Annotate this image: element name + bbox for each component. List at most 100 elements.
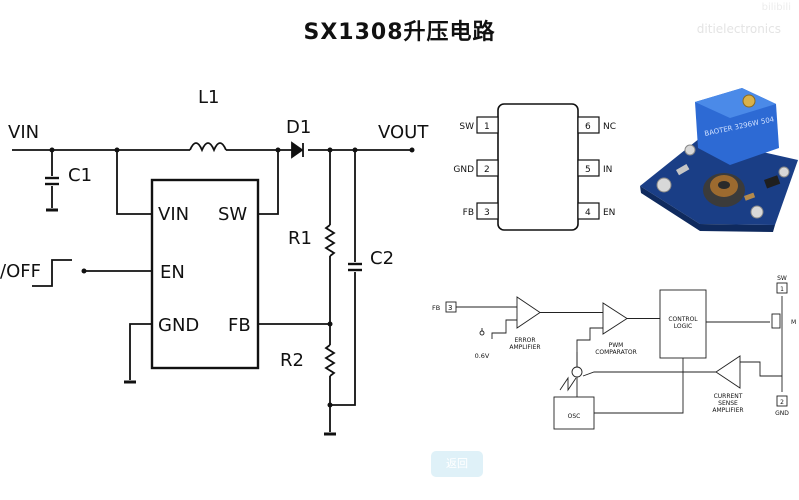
schematic-labels: VIN L1 D1 VOUT C1 R1 C2 R2 /OFF VIN SW E… — [0, 87, 429, 371]
bd-gnd-pin: 2 — [780, 399, 784, 406]
bd-fb-pin: 3 — [448, 304, 452, 312]
junction-dot — [327, 402, 333, 408]
junction-dot — [275, 147, 281, 153]
junction-dot — [327, 321, 333, 327]
chip-pin-fb: FB — [228, 315, 251, 336]
bd-logic-1: CONTROL — [668, 316, 698, 323]
sense-input — [740, 361, 782, 377]
summing-node — [571, 366, 583, 378]
resistor-r2 — [324, 344, 336, 377]
sw-to-node-wire — [258, 150, 279, 215]
pin-name-en: EN — [603, 208, 615, 218]
junction-dot — [409, 147, 415, 153]
sx1308-chip — [150, 178, 260, 370]
pinout-package — [497, 103, 579, 231]
pcb-edge — [640, 186, 775, 232]
vin-to-chip-wire — [116, 150, 152, 215]
block-labels: FB 3 0.6V ERROR AMPLIFIER PWM COMPARATOR… — [432, 275, 796, 420]
pin-num-1: 1 — [484, 122, 490, 132]
error-amplifier — [516, 296, 541, 329]
bd-fb-label: FB — [432, 304, 440, 312]
sw-pin-box — [776, 282, 788, 294]
pin-box-4 — [577, 202, 600, 220]
slide-title: SX1308升压电路 — [303, 20, 496, 45]
chip-pin-gnd: GND — [158, 315, 199, 336]
bd-error-amp-1: ERROR — [514, 337, 535, 344]
sense-to-sum — [582, 371, 716, 377]
watermark: ditielectronics — [696, 22, 781, 36]
potentiometer-screw — [742, 94, 756, 108]
pin-num-2: 2 — [484, 165, 490, 175]
pin-box-3 — [476, 202, 499, 220]
board-photo: BAOTER 3296W 504 — [640, 88, 798, 232]
resistor-r1 — [324, 224, 336, 257]
label-vin: VIN — [8, 122, 39, 143]
bd-pwm-1: PWM — [609, 342, 624, 349]
bd-logic-2: LOGIC — [674, 323, 692, 330]
label-c1: C1 — [68, 165, 92, 186]
junction-dot — [327, 147, 333, 153]
chip-pin-en: EN — [160, 262, 185, 283]
junction-dot — [81, 268, 87, 274]
bd-sense-3: AMPLIFIER — [712, 407, 743, 414]
osc-to-logic — [594, 358, 684, 414]
pin-num-3: 3 — [484, 208, 490, 218]
label-l1: L1 — [198, 87, 219, 108]
label-on-off: /OFF — [0, 261, 41, 282]
bd-sw-pin: 1 — [780, 286, 784, 293]
junction-dots — [49, 147, 415, 408]
on-off-step — [32, 259, 72, 287]
gnd-pin-box — [776, 395, 788, 407]
label-c2: C2 — [370, 248, 394, 269]
pin-name-nc: NC — [603, 122, 616, 132]
label-d1: D1 — [286, 117, 311, 138]
block-diagram — [445, 282, 788, 430]
ramp-symbol — [559, 376, 577, 392]
pwm-comparator — [602, 302, 628, 335]
inductor-l1 — [189, 142, 227, 153]
pad-hole — [684, 144, 696, 156]
smd-part — [744, 192, 756, 201]
pin-num-6: 6 — [585, 122, 591, 132]
pad-hole — [750, 205, 764, 219]
label-r2: R2 — [280, 350, 304, 371]
pin-box-1 — [476, 116, 499, 134]
pin-box-6 — [577, 116, 600, 134]
pad-hole — [656, 177, 672, 193]
pin-name-gnd: GND — [453, 165, 474, 175]
pinout-diagram: 1 2 3 6 5 4 SW GND FB NC IN EN — [453, 103, 616, 231]
pin-num-5: 5 — [585, 165, 591, 175]
watermark-top: bilibili — [761, 2, 791, 13]
play-button[interactable]: 返回 — [431, 451, 483, 477]
pin-box-5 — [577, 159, 600, 177]
bd-ref-voltage: 0.6V — [475, 352, 490, 360]
junction-dot — [49, 147, 55, 153]
smd-part — [676, 164, 690, 176]
inductor-core — [718, 181, 730, 189]
chip-pin-sw: SW — [218, 204, 247, 225]
pin-num-4: 4 — [585, 208, 591, 218]
bd-gnd-label: GND — [775, 410, 789, 417]
pin-name-fb: FB — [463, 208, 474, 218]
bd-m-label: M — [791, 319, 796, 326]
pin-name-sw: SW — [459, 122, 474, 132]
bd-sense-1: CURRENT — [714, 393, 743, 400]
c2-bottom-wire — [330, 272, 356, 406]
bd-sw-label: SW — [777, 275, 787, 282]
bd-error-amp-2: AMPLIFIER — [509, 344, 540, 351]
boost-schematic — [12, 141, 412, 436]
bd-sense-2: SENSE — [718, 400, 738, 407]
gnd-wire — [129, 323, 152, 380]
pin-name-in: IN — [603, 165, 612, 175]
current-sense-amplifier — [715, 355, 741, 389]
junction-dot — [114, 147, 120, 153]
ref-node — [479, 330, 485, 336]
ref-line — [491, 319, 517, 339]
diode-d1 — [291, 141, 304, 159]
power-switch — [771, 313, 781, 329]
label-vout: VOUT — [378, 122, 429, 143]
chip-pin-vin: VIN — [158, 204, 189, 225]
bd-osc: OSC — [568, 413, 581, 420]
osc-box — [553, 396, 595, 430]
